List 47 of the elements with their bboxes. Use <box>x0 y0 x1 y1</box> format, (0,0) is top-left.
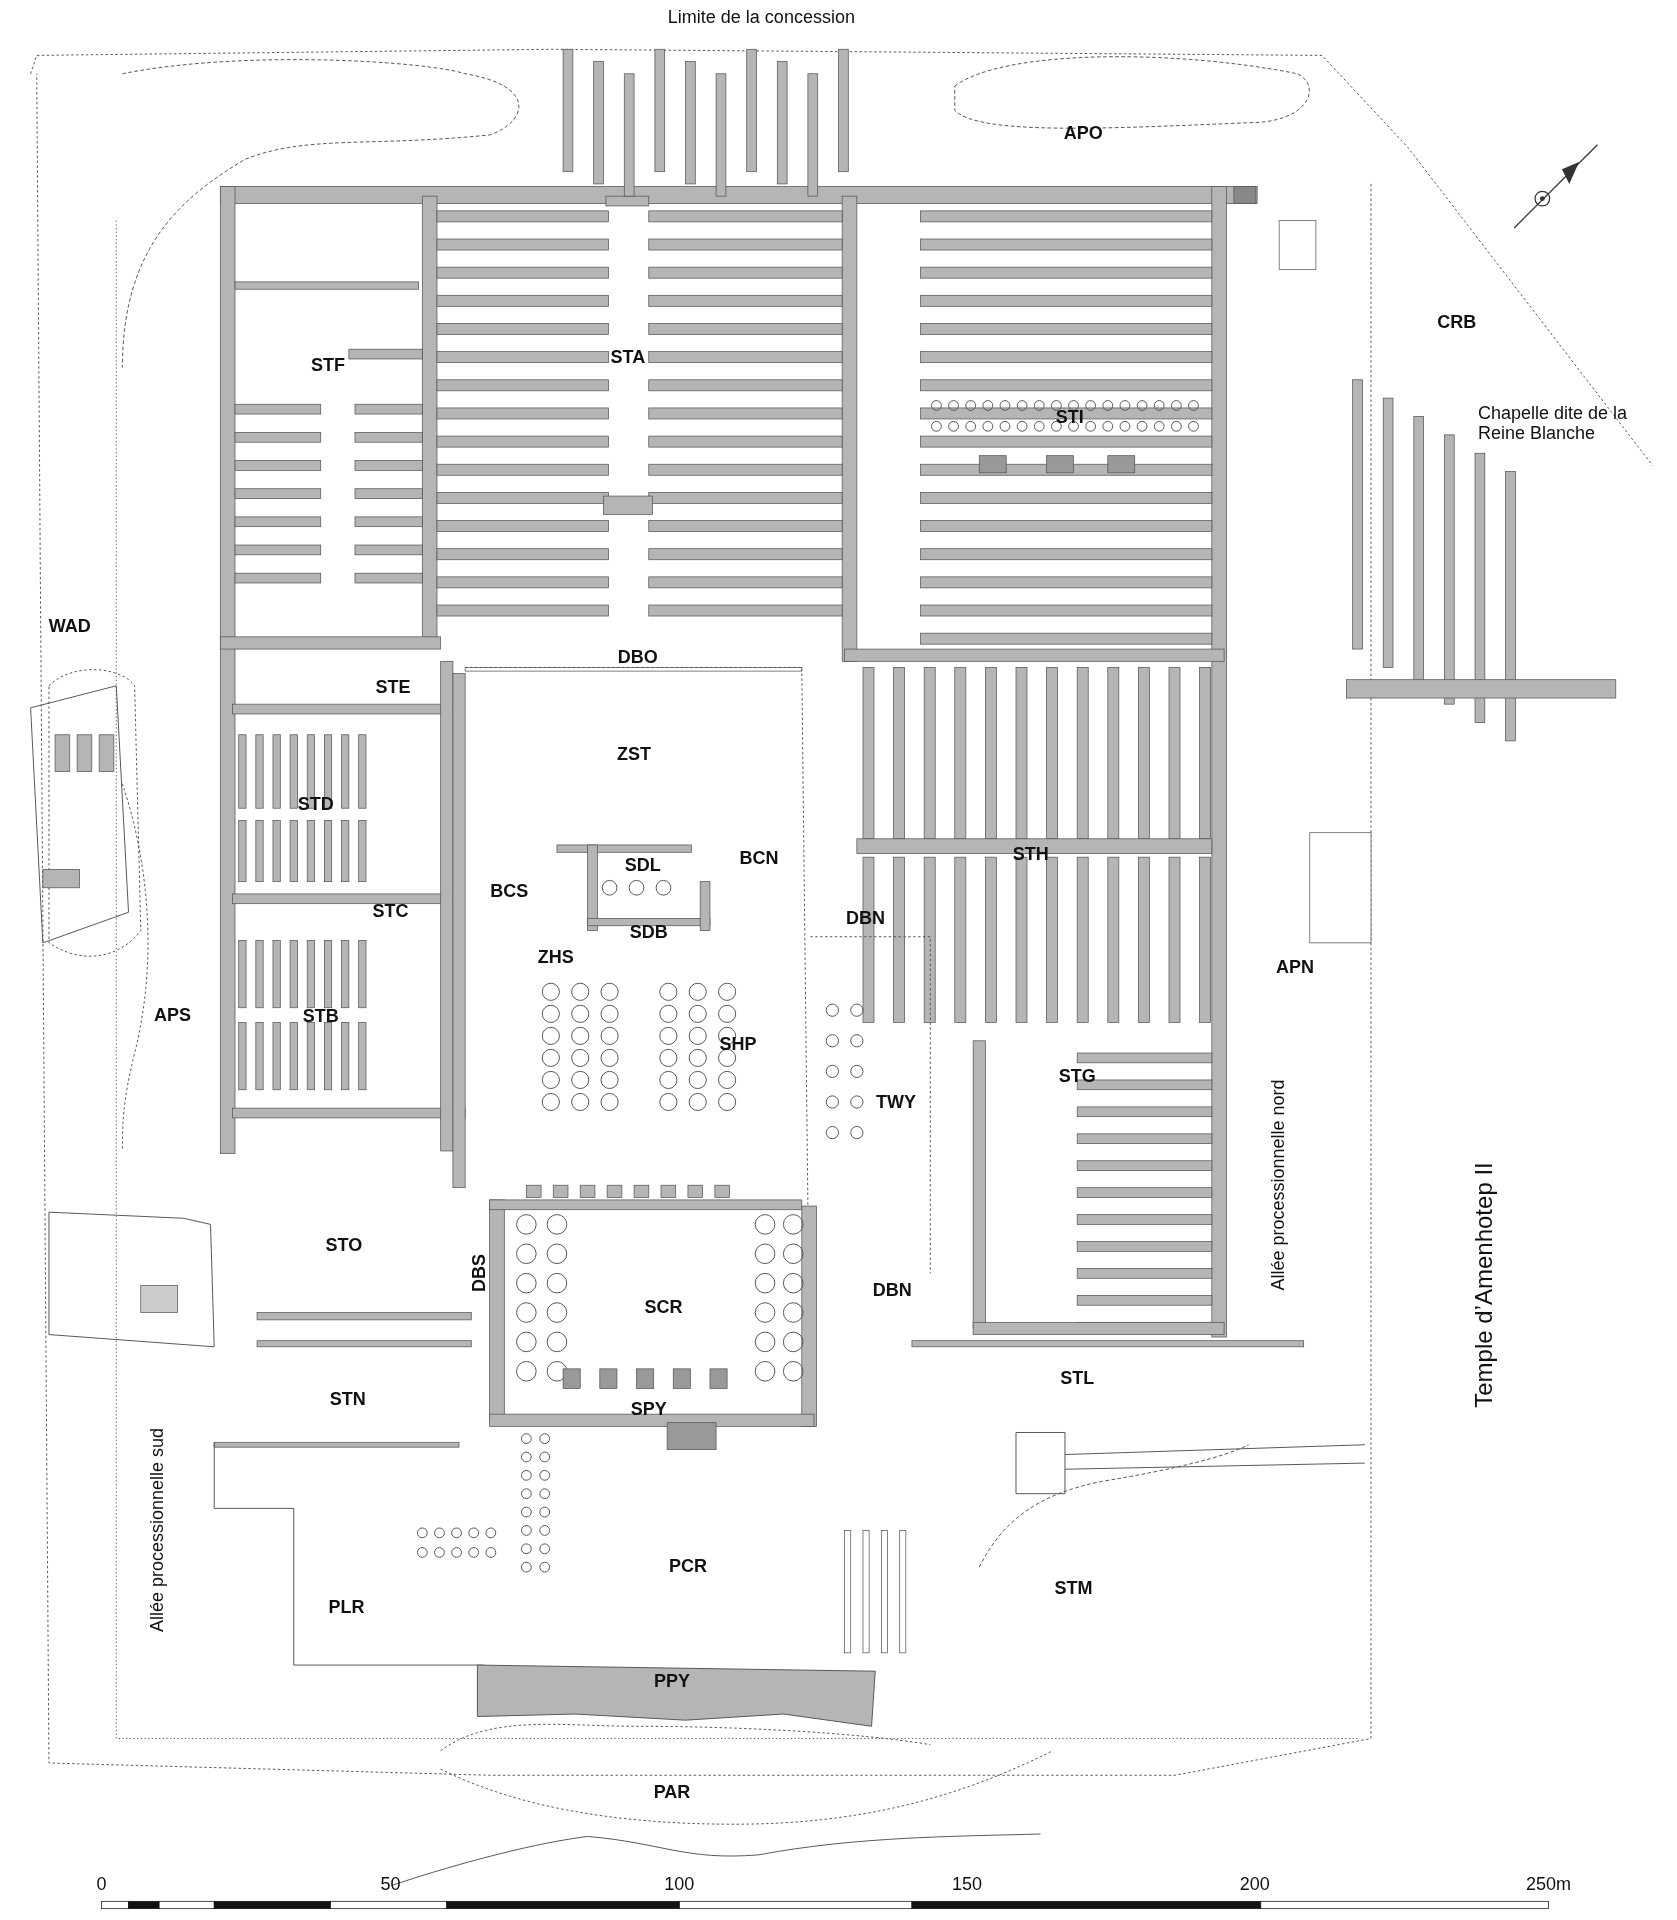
zone-label: DBS <box>468 1254 489 1293</box>
zone-label: STC <box>372 900 409 922</box>
zone-label: SCR <box>644 1296 683 1318</box>
zone-label: ZST <box>617 743 652 765</box>
zone-label: DBN <box>845 907 885 929</box>
scale-label: 150 <box>952 1873 983 1895</box>
zone-label: PLR <box>328 1596 365 1618</box>
scale-label: 50 <box>380 1873 401 1895</box>
zone-label: DBO <box>617 647 658 668</box>
zone-label: SDL <box>624 855 661 876</box>
zone-label: STF <box>311 354 346 376</box>
zone-label: STO <box>325 1234 363 1256</box>
zone-label: PPY <box>654 1670 691 1691</box>
scale-label: 0 <box>96 1873 107 1895</box>
zone-label: STH <box>1012 844 1049 865</box>
zone-label: SPY <box>630 1398 667 1420</box>
zone-label: BCS <box>490 880 529 902</box>
zone-label: CRB <box>1437 311 1477 333</box>
zone-label: APN <box>1276 956 1315 978</box>
zone-label: STE <box>375 676 411 698</box>
zone-label: STI <box>1055 407 1084 428</box>
zone-label: BCN <box>739 847 779 869</box>
scale-label: 250m <box>1525 1873 1571 1895</box>
annotation-text: Limite de la concession <box>667 6 855 28</box>
annotation-text: Allée processionnelle sud <box>146 1428 167 1633</box>
zone-label: STA <box>610 347 646 368</box>
zone-label: STN <box>329 1388 366 1410</box>
zone-label: APS <box>154 1004 192 1026</box>
zone-label: ZHS <box>537 946 574 968</box>
zone-label: SHP <box>719 1033 757 1055</box>
zone-label: STB <box>302 1005 339 1027</box>
zone-label: APO <box>1063 123 1103 144</box>
scale-label: 200 <box>1239 1873 1270 1895</box>
zone-label: STM <box>1054 1577 1093 1598</box>
zone-label: STG <box>1058 1065 1096 1087</box>
annotation-text: Temple d’Amenhotep II <box>1469 1162 1498 1408</box>
zone-label: PCR <box>668 1555 707 1576</box>
annotation-text: Chapelle dite de la Reine Blanche <box>1477 402 1629 445</box>
scale-label: 100 <box>664 1873 695 1895</box>
zone-label: DBN <box>872 1279 912 1301</box>
zone-label: TWY <box>876 1091 917 1112</box>
zone-label: SDB <box>629 921 668 942</box>
zone-label: STD <box>297 793 334 815</box>
zone-label: PAR <box>653 1781 691 1803</box>
annotation-text: Allée processionnelle nord <box>1267 1079 1289 1291</box>
zone-label: STL <box>1060 1367 1095 1389</box>
zone-label: WAD <box>48 615 91 636</box>
